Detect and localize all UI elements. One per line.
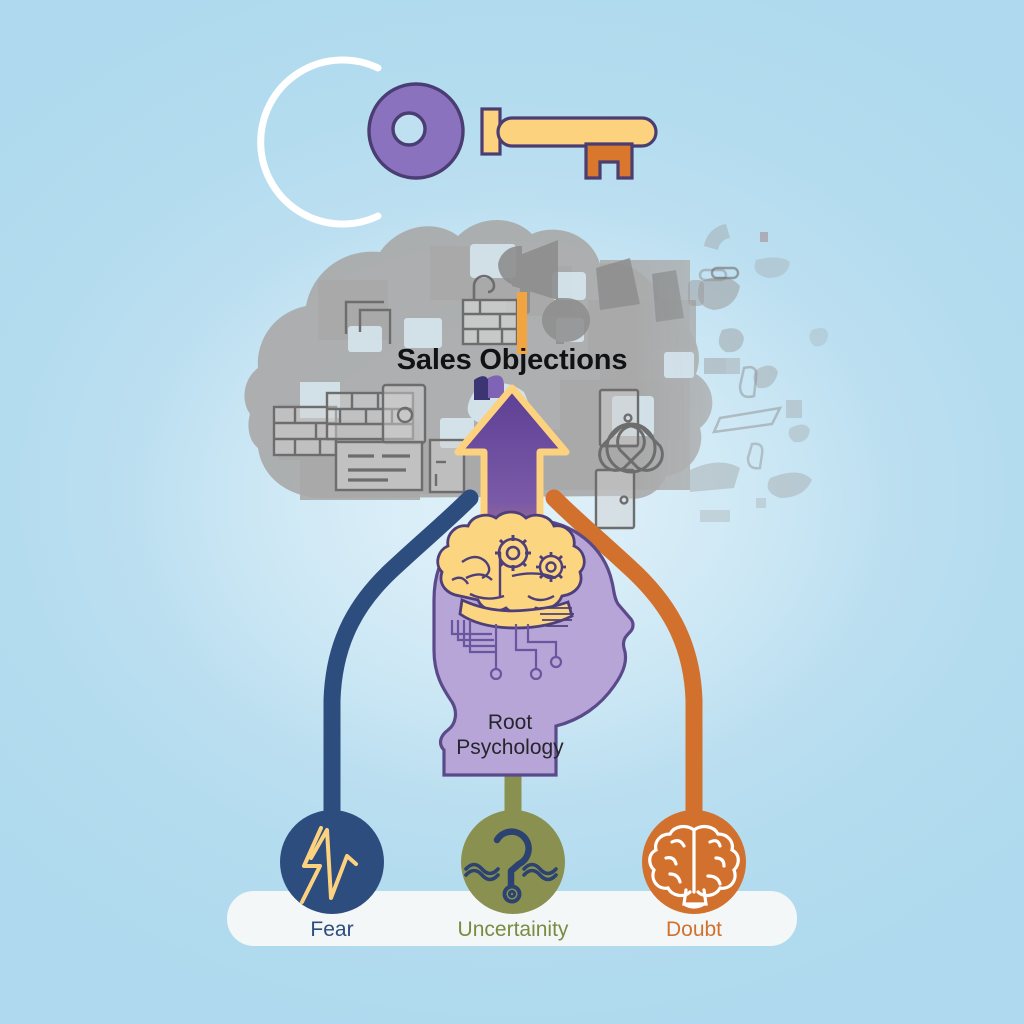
fear-connector xyxy=(323,489,479,875)
key-tooth xyxy=(584,142,634,180)
doubt-connector xyxy=(545,489,703,875)
gear-icon-small xyxy=(536,552,566,582)
key-shaft xyxy=(496,116,658,148)
brick-wall-padlock-icon xyxy=(461,274,519,346)
key-hole xyxy=(391,111,427,147)
document-icon xyxy=(334,440,424,492)
platform-bar xyxy=(227,891,797,946)
circuit-traces-icon xyxy=(450,620,563,681)
brick-wall-safe-icon xyxy=(325,383,427,445)
question-mark-waves-icon xyxy=(464,828,558,904)
brain-outline-icon xyxy=(648,824,740,909)
accent-stripe xyxy=(517,292,527,354)
lightning-bolt-icon xyxy=(300,826,323,904)
cloud-dark-blobs xyxy=(542,258,684,344)
brain-icon xyxy=(436,510,586,630)
knot-icon xyxy=(598,422,664,474)
cloud-icons xyxy=(272,266,740,530)
megaphone-icon xyxy=(498,240,558,314)
purple-blobs xyxy=(474,375,504,400)
window-icon xyxy=(344,300,392,344)
gear-icon-large xyxy=(495,535,531,571)
door-icon-left xyxy=(428,438,466,494)
node-uncertainty[interactable] xyxy=(461,810,565,914)
node-fear[interactable] xyxy=(280,810,384,914)
key-arc xyxy=(257,56,382,228)
node-doubt[interactable] xyxy=(642,810,746,914)
